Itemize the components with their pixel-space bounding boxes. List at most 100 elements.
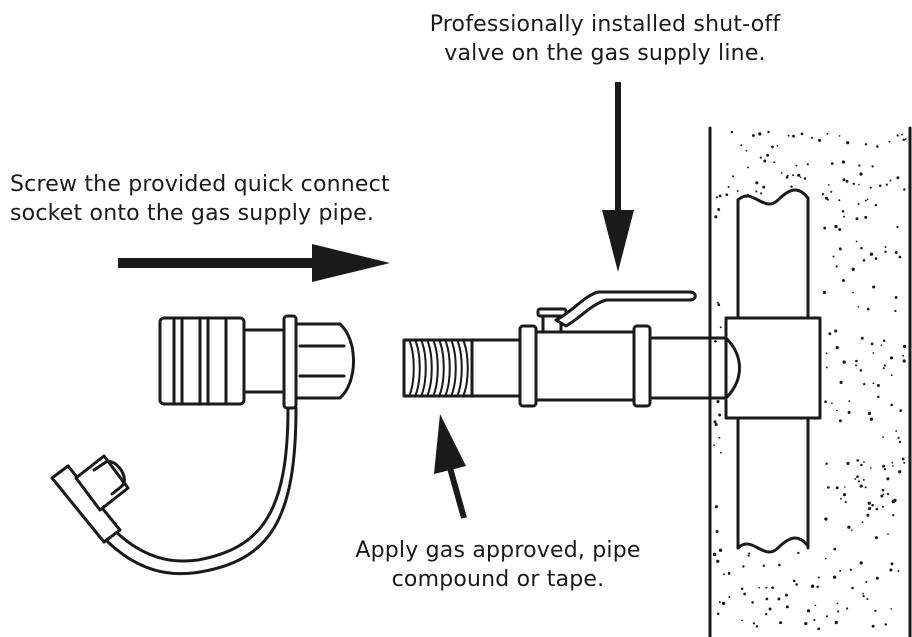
wall-speck [773, 161, 776, 164]
wall-speck [844, 486, 846, 488]
wall-speck [736, 190, 739, 192]
wall-speck [835, 486, 839, 490]
wall-speck [768, 607, 772, 611]
wall-speck [882, 493, 885, 496]
wall-speck [828, 332, 832, 336]
wall-speck [824, 400, 827, 403]
wall-speck [898, 470, 902, 474]
wall-speck [871, 165, 874, 168]
wall-speck [846, 461, 850, 466]
wall-speck [792, 134, 796, 138]
wall-speck [863, 461, 865, 463]
wall-speck [875, 507, 879, 511]
wall-speck [864, 215, 868, 219]
wall-speck [826, 132, 829, 135]
wall-speck [871, 624, 875, 628]
wall-speck [862, 258, 866, 262]
wall-speck [844, 501, 847, 504]
wall-speck [777, 597, 781, 601]
wall [708, 126, 912, 637]
socket-caption-line-2: socket onto the gas supply pipe. [10, 201, 375, 226]
wall-speck [831, 402, 833, 405]
wall-speck [795, 583, 798, 586]
wall-speck [903, 188, 906, 191]
wall-speck [824, 196, 828, 200]
wall-speck [803, 177, 807, 180]
wall-speck [859, 484, 863, 488]
wall-speck [763, 159, 767, 163]
wall-speck [840, 497, 842, 500]
wall-speck [792, 174, 795, 177]
wall-speck [898, 440, 902, 444]
wall-speck [765, 597, 769, 601]
wall-speck [866, 198, 869, 201]
wall-speck [898, 255, 902, 259]
wall-speck [745, 149, 748, 152]
wall-speck [747, 166, 749, 169]
wall-speck [866, 307, 870, 311]
wall-speck [891, 461, 894, 464]
wall-speck [859, 172, 863, 176]
thread-ridge [457, 341, 463, 395]
wall-speck [713, 420, 717, 424]
wall-speck [747, 554, 750, 557]
wall-speck [838, 227, 842, 232]
wall-speck [718, 601, 721, 604]
wall-speck [748, 552, 751, 555]
wall-speck [843, 215, 845, 218]
wall-speck [834, 329, 838, 333]
wall-speck [716, 612, 720, 615]
wall-speck [740, 587, 744, 591]
wall-speck [899, 409, 903, 412]
wall-speck [852, 291, 855, 294]
wall-speck [866, 513, 870, 517]
thread-ridge [427, 341, 433, 395]
wall-speck [857, 305, 860, 308]
wall-speck [870, 467, 872, 469]
wall-speck [869, 186, 872, 189]
wall-speck [885, 183, 888, 186]
wall-speck [841, 210, 845, 213]
valve-caption: Professionally installed shut-off valve … [365, 10, 845, 68]
wall-speck [810, 584, 815, 588]
wall-speck [862, 478, 865, 481]
wall-speck [874, 203, 878, 207]
wall-speck [872, 285, 876, 289]
pipe-tee [724, 316, 822, 420]
socket-caption-line-1: Screw the provided quick connect [10, 172, 390, 197]
wall-speck [889, 356, 894, 360]
wall-speck [849, 568, 853, 571]
quick-connect-socket [50, 314, 355, 576]
wall-speck [858, 183, 860, 186]
wall-speck [718, 436, 721, 439]
wall-speck [861, 521, 864, 524]
wall-speck [785, 605, 789, 609]
wall-speck [860, 246, 863, 250]
wall-speck [876, 383, 880, 388]
wall-speck [816, 585, 819, 589]
thread-ridge [421, 341, 427, 395]
wall-speck [901, 457, 905, 461]
wall-speck [810, 136, 814, 139]
wall-speck [904, 138, 907, 140]
wall-speck [714, 215, 718, 219]
wall-speck [902, 138, 905, 142]
wall-speck [875, 576, 879, 580]
wall-speck [882, 464, 885, 468]
wall-speck [902, 359, 906, 363]
wall-speck [835, 345, 839, 350]
wall-speck [851, 267, 855, 271]
thread-ridge [415, 341, 421, 395]
wall-speck [866, 598, 869, 601]
wall-speck [751, 601, 754, 604]
wall-speck [867, 501, 871, 505]
wall-speck [839, 380, 843, 385]
wall-speck [804, 621, 808, 626]
wall-speck [823, 226, 827, 230]
wall-speck [755, 625, 759, 628]
wall-speck [874, 536, 878, 540]
wall-speck [821, 193, 825, 196]
wall-speck [859, 561, 863, 565]
wall-speck [880, 344, 883, 347]
